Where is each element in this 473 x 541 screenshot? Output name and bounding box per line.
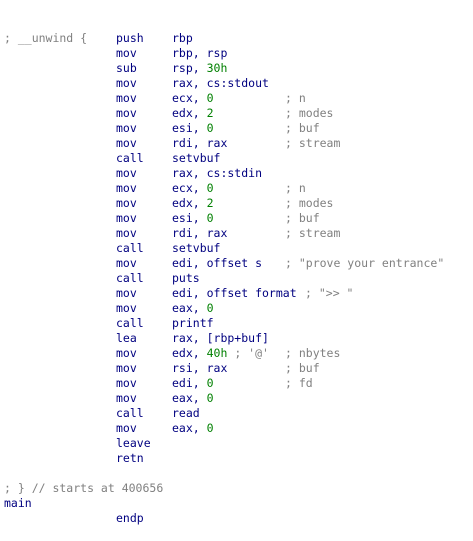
mnemonic: mov	[116, 286, 137, 300]
mnemonic: call	[116, 406, 144, 420]
comment: ; n	[285, 91, 306, 105]
comment: ; buf	[285, 361, 320, 375]
comment: ; modes	[285, 196, 334, 210]
mnemonic: mov	[116, 226, 137, 240]
operands[interactable]: edx, 2	[172, 196, 214, 210]
operands[interactable]: rsp, 30h	[172, 61, 228, 75]
operands[interactable]: printf	[172, 316, 214, 330]
mnemonic: mov	[116, 256, 137, 270]
operands[interactable]: edx, 2	[172, 106, 214, 120]
mnemonic: mov	[116, 391, 137, 405]
unwind-close-comment-line[interactable]: ; } // starts at 400656	[0, 466, 163, 495]
operands[interactable]: edi, offset s	[172, 256, 263, 270]
mnemonic: mov	[116, 421, 137, 435]
operands[interactable]: edi, offset format	[172, 286, 297, 300]
endp-directive: endp	[116, 511, 144, 525]
operands[interactable]: read	[172, 406, 200, 420]
mnemonic: call	[116, 241, 144, 255]
mnemonic: mov	[116, 346, 137, 360]
operands[interactable]: edi, 0	[172, 376, 214, 390]
mnemonic: mov	[116, 361, 137, 375]
mnemonic: mov	[116, 166, 137, 180]
mnemonic: mov	[116, 76, 137, 90]
mnemonic: push	[116, 31, 144, 45]
unwind-close-comment: ; } // starts at 400656	[4, 481, 164, 495]
mnemonic: mov	[116, 376, 137, 390]
comment: ; nbytes	[285, 346, 341, 360]
operands[interactable]: puts	[172, 271, 200, 285]
mnemonic: mov	[116, 301, 137, 315]
mnemonic: leave	[116, 436, 151, 450]
comment: ; buf	[285, 121, 320, 135]
comment: ; n	[285, 181, 306, 195]
comment: ; ">> "	[305, 286, 354, 300]
endp-line[interactable]: main endp	[0, 481, 144, 525]
comment: ; fd	[285, 376, 313, 390]
mnemonic: call	[116, 271, 144, 285]
mnemonic: sub	[116, 61, 137, 75]
mnemonic: mov	[116, 121, 137, 135]
operands[interactable]: setvbuf	[172, 151, 221, 165]
comment: ; "prove your entrance"	[285, 256, 445, 270]
comment: ; stream	[285, 226, 341, 240]
operands[interactable]: setvbuf	[172, 241, 221, 255]
unwind-open-comment: ; __unwind {	[4, 31, 88, 45]
mnemonic: mov	[116, 196, 137, 210]
operands[interactable]: rbp	[172, 31, 193, 45]
operands[interactable]: rdi, rax	[172, 226, 228, 240]
mnemonic: mov	[116, 91, 137, 105]
operands[interactable]: rbp, rsp	[172, 46, 228, 60]
mnemonic: mov	[116, 136, 137, 150]
operands[interactable]: eax, 0	[172, 301, 214, 315]
mnemonic: mov	[116, 46, 137, 60]
operands[interactable]: ecx, 0	[172, 91, 214, 105]
operands[interactable]: esi, 0	[172, 121, 214, 135]
mnemonic: call	[116, 316, 144, 330]
function-name-label[interactable]: main	[4, 496, 32, 510]
mnemonic: mov	[116, 181, 137, 195]
comment: ; buf	[285, 211, 320, 225]
mnemonic: call	[116, 151, 144, 165]
comment: ; modes	[285, 106, 334, 120]
disassembly-listing: ; __unwind { push rbp mov rbp, rsp sub rsp, 3…	[0, 16, 445, 525]
unwind-open-comment-line[interactable]: ; __unwind {	[0, 16, 87, 45]
operands[interactable]: rax, cs:stdout	[172, 76, 269, 90]
operands[interactable]: eax, 0	[172, 421, 214, 435]
mnemonic: retn	[116, 451, 144, 465]
operands[interactable]: ecx, 0	[172, 181, 214, 195]
operands[interactable]: rax, cs:stdin	[172, 166, 263, 180]
comment: ; stream	[285, 136, 341, 150]
operands[interactable]: rsi, rax	[172, 361, 228, 375]
mnemonic: mov	[116, 211, 137, 225]
operands[interactable]: rax, [rbp+buf]	[172, 331, 269, 345]
operands[interactable]: rdi, rax	[172, 136, 228, 150]
operands[interactable]: edx, 40h ; '@'	[172, 346, 269, 360]
mnemonic: mov	[116, 106, 137, 120]
operands[interactable]: eax, 0	[172, 391, 214, 405]
mnemonic: lea	[116, 331, 137, 345]
operands[interactable]: esi, 0	[172, 211, 214, 225]
